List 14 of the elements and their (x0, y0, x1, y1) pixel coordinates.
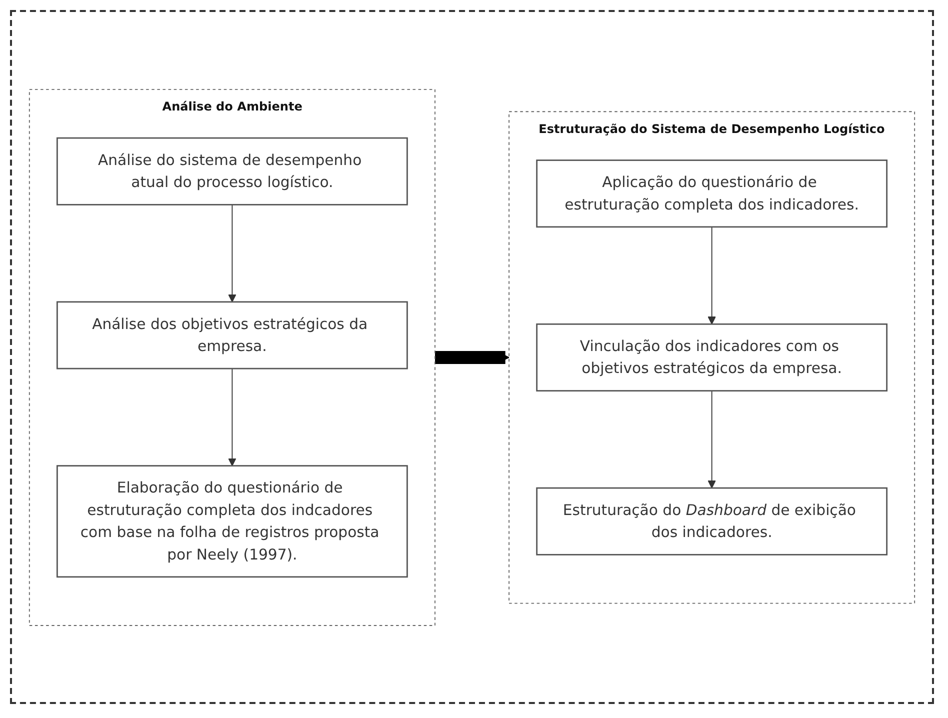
arrow (708, 226, 716, 324)
node-box (56, 464, 408, 578)
cluster (28, 88, 436, 626)
arrow (434, 350, 510, 364)
arrow (228, 368, 236, 466)
arrow (708, 390, 716, 488)
diagram-frame: Estruturação do Sistema de Desempenho Logístico Aplicação do questionário de estruturação completa dos indicadores. Vinculação dos indicadores com os objetivos estratégicos da empresa. Estruturação do Dashboard de exibição dos indicadores. Análise do Ambiente Análise do sistema de desempenho atual do processo logístico. Análise dos objetivos estratégicos da empresa. Elaboração do questionário de estruturação completa dos indcadores com base na folha de registros proposta por Neely (1997). (10, 10, 934, 704)
node-box (536, 322, 888, 392)
node-box (536, 486, 888, 555)
node-box (56, 136, 408, 205)
cluster (508, 110, 916, 604)
node-box (536, 159, 888, 228)
node-box (56, 300, 408, 369)
arrow (228, 204, 236, 302)
